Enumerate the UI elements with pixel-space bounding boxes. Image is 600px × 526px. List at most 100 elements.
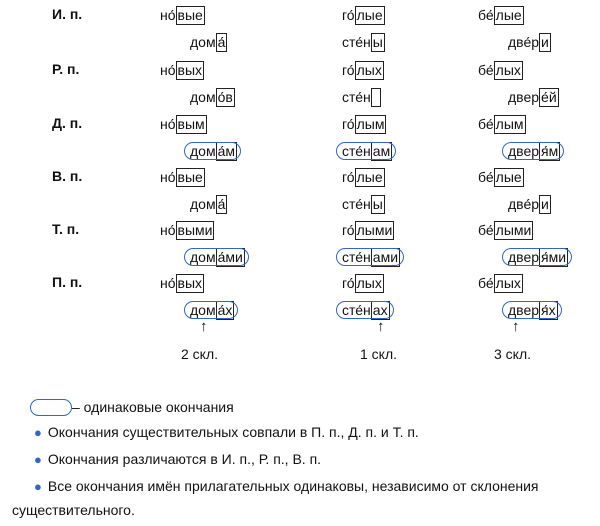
adjective-stem: го́ — [342, 62, 355, 78]
noun-stem: дом — [190, 196, 216, 212]
noun-stem: дом — [190, 143, 216, 159]
adjective-ending: вые — [175, 168, 205, 187]
adjective: бе́лым — [478, 115, 526, 134]
adjective-ending: лым — [354, 115, 387, 134]
adjective-ending: лых — [493, 274, 523, 293]
noun-stem: двер — [508, 249, 540, 265]
adjective: бе́лые — [478, 6, 524, 25]
same-ending-highlight — [184, 248, 249, 266]
adjective-stem: бе́ — [478, 222, 494, 238]
adjective-stem: бе́ — [478, 7, 494, 23]
adjective-stem: го́ — [342, 7, 355, 23]
declension-label-3: 3 скл. — [494, 346, 532, 362]
adjective-ending: вых — [175, 61, 205, 80]
bullet-dot-icon: ● — [34, 479, 42, 494]
adjective-stem: го́ — [342, 222, 355, 238]
adjective-ending: лые — [493, 168, 524, 187]
legend-text: – одинаковые окончания — [72, 399, 234, 415]
adjective: бе́лых — [478, 274, 523, 293]
noun-stem: две́р — [508, 34, 540, 50]
case-label: Р. п. — [52, 61, 80, 77]
adjective: но́вым — [160, 115, 207, 134]
noun-ending: ы — [370, 33, 385, 52]
bullet-continuation: существительного. — [12, 502, 135, 518]
adjective-stem: бе́ — [478, 62, 494, 78]
case-label: Д. п. — [52, 115, 83, 131]
arrow-up-icon: ↑ — [512, 318, 520, 335]
adjective-stem: но́ — [160, 62, 176, 78]
noun-stem: дом — [190, 34, 216, 50]
case-label: П. п. — [52, 274, 83, 290]
adjective-ending: лым — [493, 115, 526, 134]
case-label: Т. п. — [52, 221, 80, 237]
same-ending-highlight — [336, 248, 404, 266]
adjective-stem: но́ — [160, 116, 176, 132]
noun-stem: дом — [190, 249, 216, 265]
adjective: бе́лыми — [478, 221, 534, 240]
adjective: го́лые — [342, 168, 385, 187]
adjective-ending: лых — [354, 274, 384, 293]
adjective-stem: но́ — [160, 7, 176, 23]
same-ending-highlight — [502, 248, 572, 266]
declension-label-1: 1 скл. — [360, 346, 398, 362]
adjective-stem: бе́ — [478, 169, 494, 185]
same-ending-highlight — [336, 301, 394, 319]
noun-ending: а́ — [215, 33, 228, 52]
noun-ending: и — [539, 33, 551, 52]
adjective: го́лые — [342, 6, 385, 25]
adjective-stem: но́ — [160, 222, 176, 238]
adjective: но́вых — [160, 274, 205, 293]
adjective-ending: лые — [493, 6, 524, 25]
adjective-stem: но́ — [160, 275, 176, 291]
noun-ending: и — [539, 195, 551, 214]
noun-stem: сте́н — [342, 249, 371, 265]
noun-ending: ы — [370, 195, 385, 214]
adjective-ending: вым — [175, 115, 207, 134]
noun-stem: двер — [508, 302, 540, 318]
adjective: но́вых — [160, 61, 205, 80]
same-ending-highlight — [502, 301, 562, 319]
adjective-ending: лые — [354, 168, 385, 187]
adjective: го́лых — [342, 274, 384, 293]
bullet-item: ●Окончания различаются в И. п., Р. п., В… — [34, 451, 322, 467]
noun: сте́н — [342, 88, 381, 107]
same-ending-highlight — [502, 142, 564, 160]
adjective: но́вые — [160, 168, 205, 187]
noun-stem: сте́н — [342, 196, 371, 212]
arrow-up-icon: ↑ — [200, 318, 208, 335]
adjective-ending: лых — [493, 61, 523, 80]
adjective-ending: лыми — [354, 221, 395, 240]
noun-stem: сте́н — [342, 143, 371, 159]
adjective-stem: бе́ — [478, 116, 494, 132]
case-label: В. п. — [52, 168, 83, 184]
adjective-ending: лые — [354, 6, 385, 25]
noun-stem: двер — [508, 89, 540, 105]
noun-stem: дом — [190, 302, 216, 318]
noun-ending: а́ — [215, 195, 228, 214]
bullet-dot-icon: ● — [34, 425, 42, 440]
adjective: но́выми — [160, 221, 215, 240]
bullet-item: ●Окончания существительных совпали в П. … — [34, 424, 419, 440]
adjective: го́лыми — [342, 221, 395, 240]
declension-label-2: 2 скл. — [181, 346, 219, 362]
noun-ending: о́в — [215, 88, 235, 107]
noun-ending: е́й — [539, 88, 559, 107]
noun-ending-zero — [370, 88, 381, 107]
bullet-item: ●Все окончания имён прилагательных одина… — [34, 478, 539, 494]
arrow-up-icon: ↑ — [377, 318, 385, 335]
adjective: бе́лые — [478, 168, 524, 187]
adjective-stem: го́ — [342, 169, 355, 185]
adjective-ending: вых — [175, 274, 205, 293]
adjective: бе́лых — [478, 61, 523, 80]
noun-stem: сте́н — [342, 89, 371, 105]
same-ending-highlight — [336, 142, 396, 160]
adjective-ending: вые — [175, 6, 205, 25]
adjective: но́вые — [160, 6, 205, 25]
